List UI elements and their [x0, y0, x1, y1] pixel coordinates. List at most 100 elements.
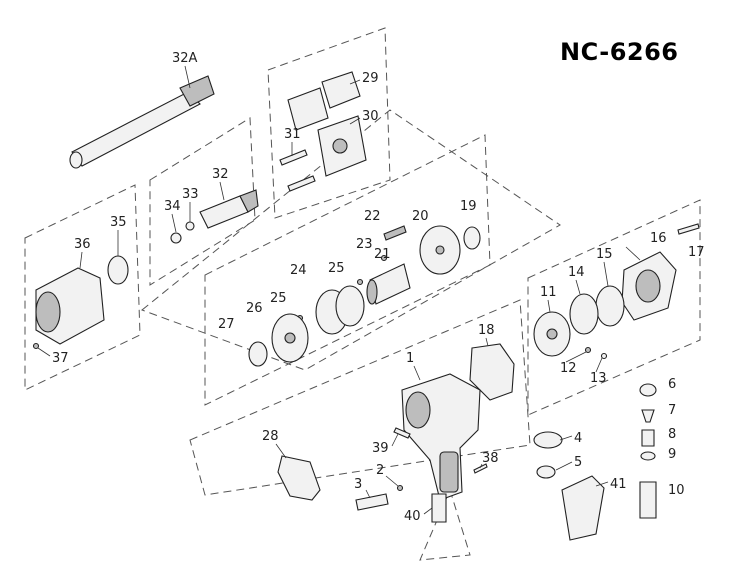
label-14: 14 — [568, 265, 585, 280]
label-36: 36 — [74, 237, 91, 252]
label-15: 15 — [596, 247, 613, 262]
part-6-cap — [639, 383, 657, 397]
label-6: 6 — [668, 377, 676, 392]
label-25a: 25 — [328, 261, 345, 276]
label-35: 35 — [110, 215, 127, 230]
part-36-front-housing — [35, 267, 105, 345]
leader-18 — [485, 337, 489, 347]
leader-4 — [559, 435, 573, 441]
leader-14 — [575, 279, 581, 295]
outline-rear-group — [527, 199, 701, 416]
part-9-oring — [640, 451, 656, 461]
label-1: 1 — [406, 351, 414, 366]
part-11-reverse-valve — [533, 311, 571, 357]
label-29: 29 — [362, 71, 379, 86]
label-4: 4 — [574, 431, 582, 446]
part-20-rear-plate — [419, 225, 461, 275]
label-23: 23 — [356, 237, 373, 252]
label-18: 18 — [478, 323, 495, 338]
part-26-front-plate — [271, 313, 309, 363]
leader-39 — [391, 433, 399, 447]
label-20: 20 — [412, 209, 429, 224]
part-4-plate — [533, 431, 563, 449]
part-35-bushing — [107, 255, 129, 285]
leader-5 — [555, 461, 573, 471]
part-34-washer — [170, 232, 182, 244]
leader-38 — [479, 463, 483, 469]
part-23-pin — [380, 254, 388, 262]
leader-30 — [349, 117, 361, 125]
label-5: 5 — [574, 455, 582, 470]
part-1-housing — [401, 373, 481, 501]
label-30: 30 — [362, 109, 379, 124]
leader-40 — [423, 507, 433, 515]
model-title: NC-6266 — [560, 38, 679, 66]
leader-34 — [171, 213, 177, 233]
label-28: 28 — [262, 429, 279, 444]
leader-12 — [565, 351, 587, 363]
leader-11 — [547, 299, 551, 313]
part-3-trigger — [355, 493, 389, 511]
outline-anvil-group — [149, 117, 256, 286]
part-12-ball — [584, 346, 592, 354]
part-25-pin-a — [356, 278, 364, 286]
part-29-hammer-pin-block — [287, 71, 361, 131]
label-7: 7 — [668, 403, 676, 418]
label-9: 9 — [668, 447, 676, 462]
label-3: 3 — [354, 477, 362, 492]
label-8: 8 — [668, 427, 676, 442]
label-33: 33 — [182, 187, 199, 202]
part-30-hammer-cage — [317, 115, 367, 177]
label-39: 39 — [372, 441, 389, 456]
label-16: 16 — [650, 231, 667, 246]
part-8-spring — [641, 429, 655, 447]
part-40-bushing — [431, 493, 447, 523]
label-27: 27 — [218, 317, 235, 332]
part-15-oring — [595, 285, 625, 327]
label-25b: 25 — [270, 291, 287, 306]
part-13-spring — [600, 352, 608, 360]
part-24-cylinder — [315, 285, 365, 335]
label-41: 41 — [610, 477, 627, 492]
label-10: 10 — [668, 483, 685, 498]
label-22: 22 — [364, 209, 381, 224]
leader-29 — [349, 79, 361, 85]
outline-inlet-area — [419, 488, 471, 561]
label-13: 13 — [590, 371, 607, 386]
part-22-vane — [383, 225, 407, 241]
part-38-pin — [473, 463, 488, 474]
leader-36 — [79, 251, 83, 269]
leader-32A — [184, 65, 191, 89]
leader-3 — [365, 489, 371, 499]
outline-hammer-group — [267, 27, 391, 219]
leader-37 — [37, 347, 51, 357]
part-21-rotor — [366, 263, 411, 305]
part-39-pin — [393, 427, 411, 439]
outline-gasket-area — [189, 299, 531, 496]
leader-1 — [413, 365, 421, 381]
label-17: 17 — [688, 245, 705, 260]
part-18-gasket — [469, 343, 515, 401]
leader-16 — [625, 246, 641, 261]
label-2: 2 — [376, 463, 384, 478]
outline-front-housing-group — [24, 184, 141, 391]
part-14-oring — [569, 293, 599, 335]
leader-15 — [603, 261, 609, 287]
part-33-oring — [185, 221, 195, 231]
label-37: 37 — [52, 351, 69, 366]
label-26: 26 — [246, 301, 263, 316]
leader-32 — [219, 181, 225, 201]
leader-28 — [275, 443, 287, 459]
label-32A: 32A — [172, 51, 198, 66]
part-32A-anvil — [69, 75, 215, 169]
part-19-bearing — [463, 226, 481, 250]
label-11: 11 — [540, 285, 557, 300]
part-41-handle-grip — [561, 475, 605, 541]
leader-41 — [595, 481, 609, 487]
label-34: 34 — [164, 199, 181, 214]
part-27-bearing — [248, 341, 268, 367]
part-17-bolt — [677, 223, 700, 235]
label-12: 12 — [560, 361, 577, 376]
part-32-anvil — [199, 189, 259, 229]
